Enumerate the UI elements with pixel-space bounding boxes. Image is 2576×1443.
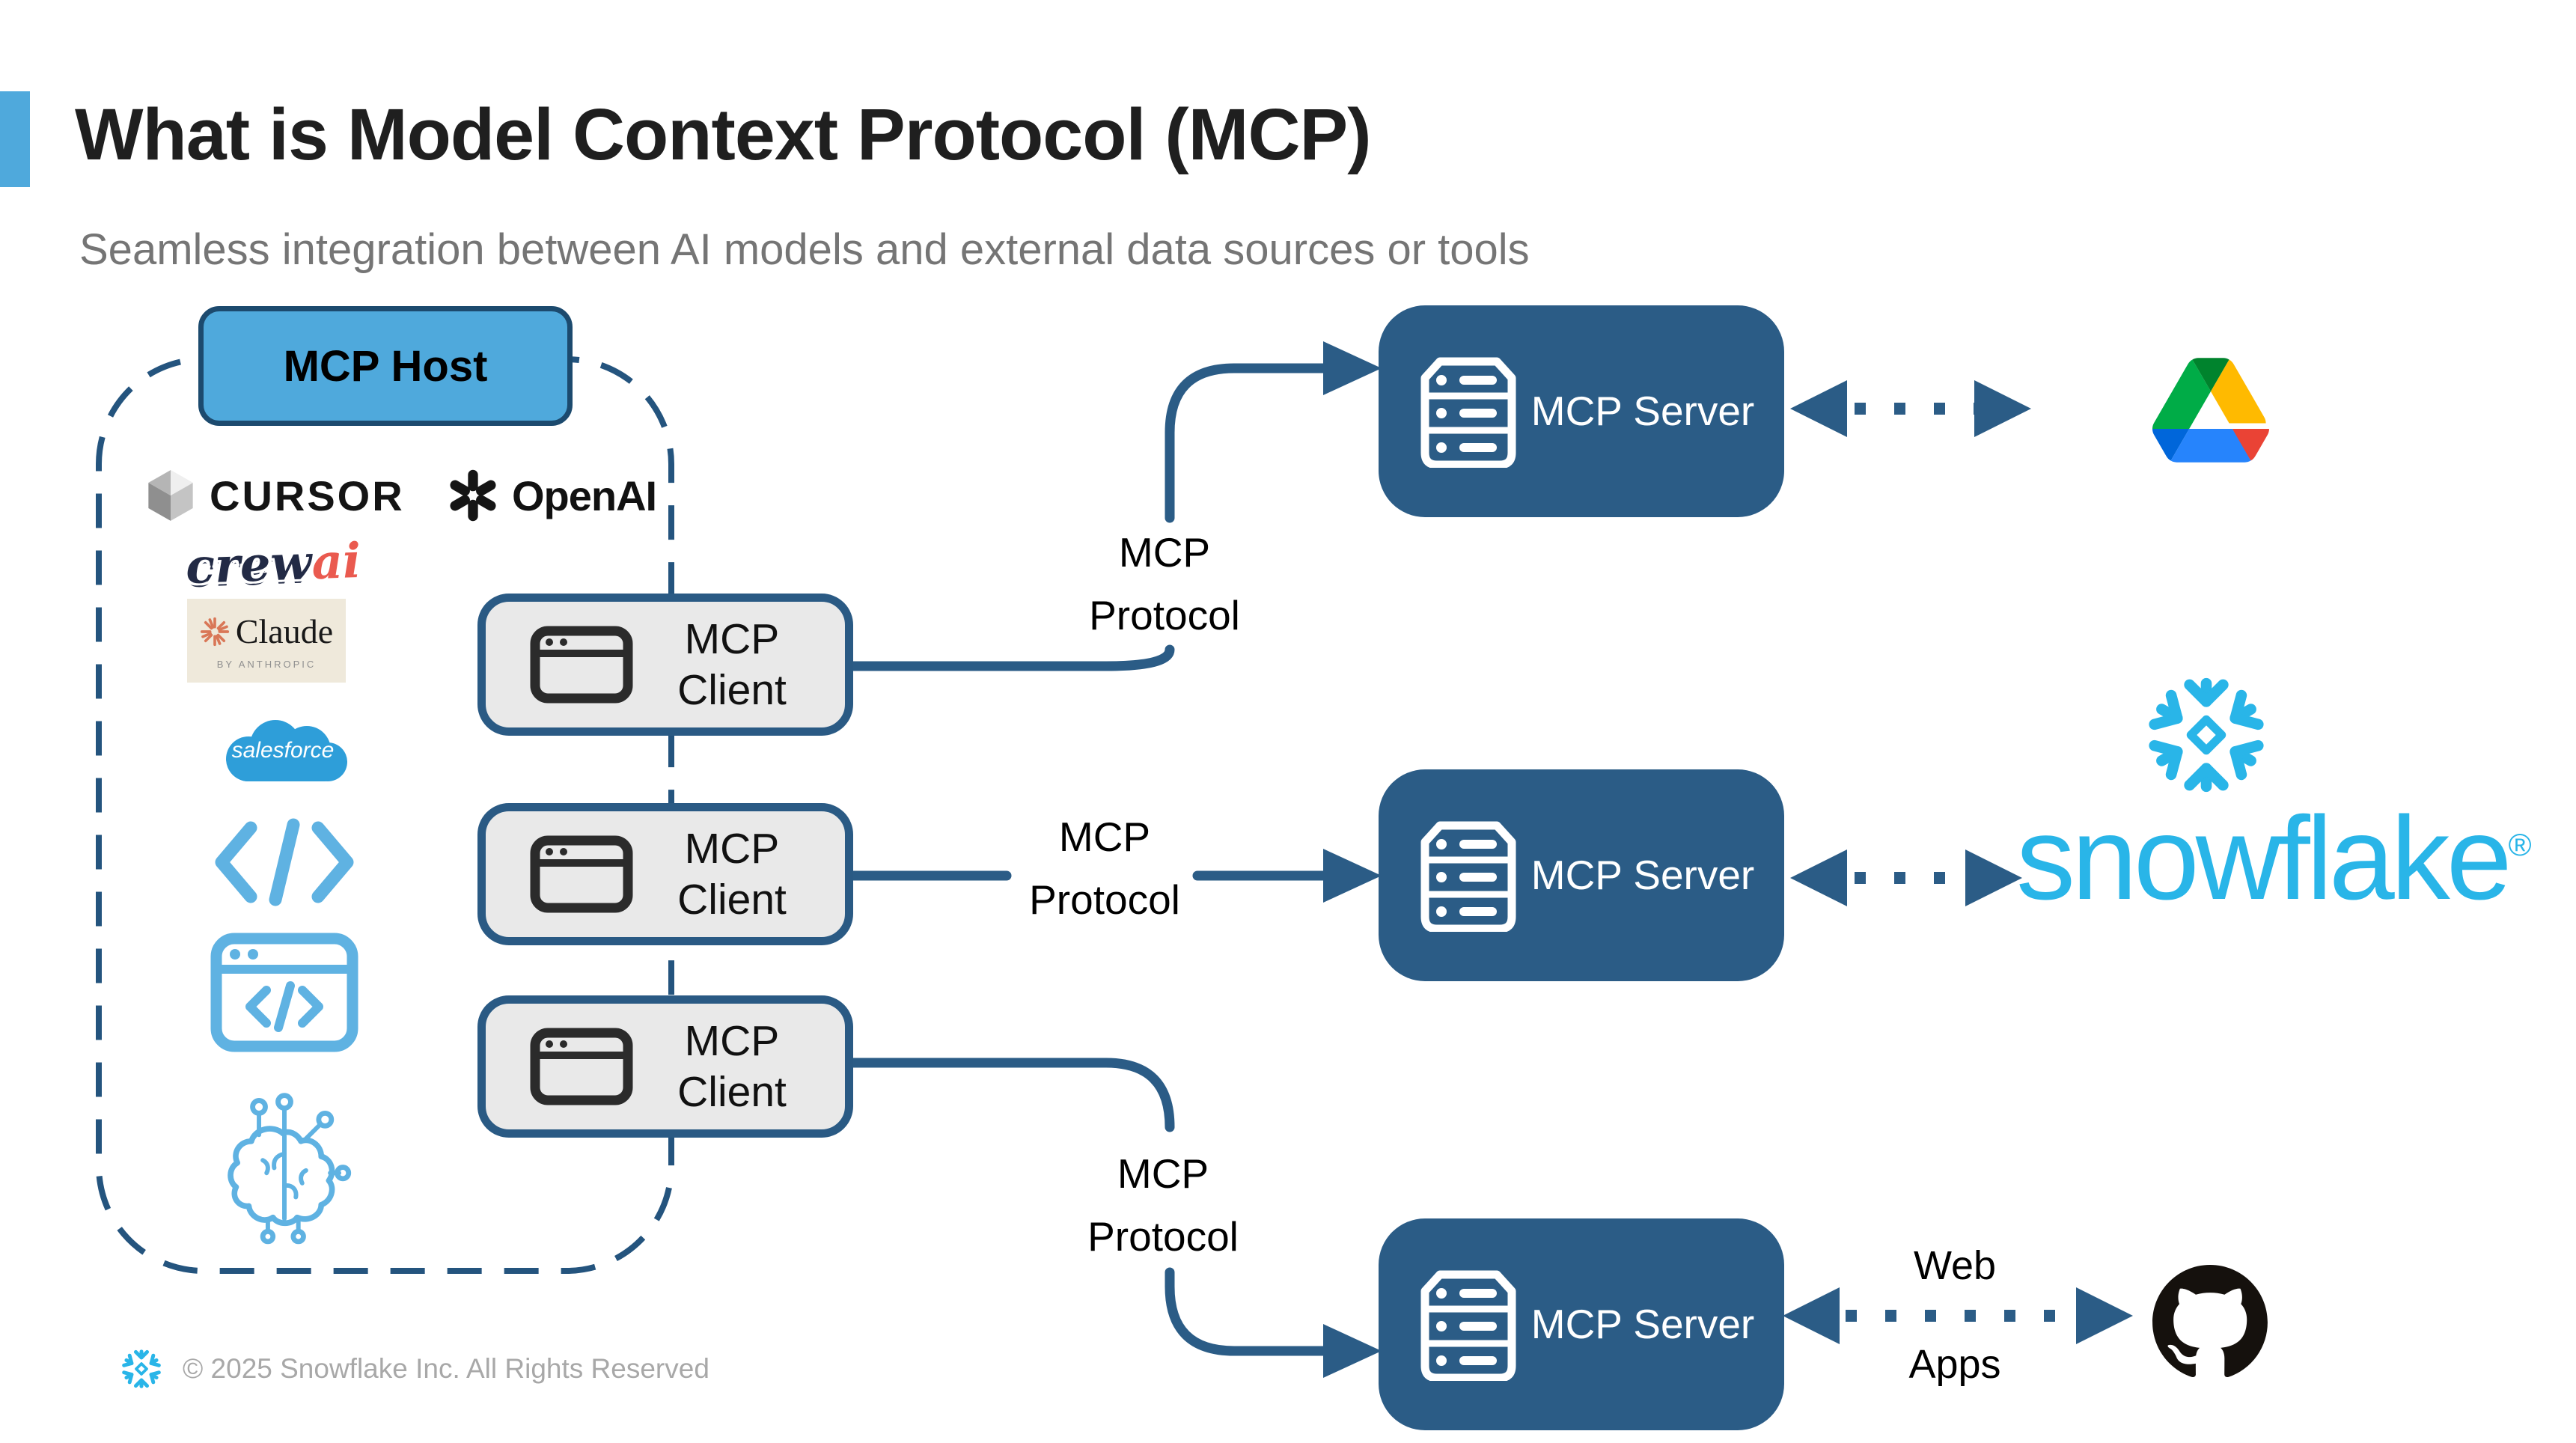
page-subtitle: Seamless integration between AI models a… (79, 225, 1530, 274)
brain-circuit-icon (217, 1081, 352, 1258)
cursor-cube-icon (148, 470, 193, 521)
copyright-text: © 2025 Snowflake Inc. All Rights Reserve… (183, 1353, 709, 1384)
footer: © 2025 Snowflake Inc. All Rights Reserve… (120, 1347, 709, 1391)
mcp-host-box: MCP Host (198, 306, 573, 426)
snowflake-footer-icon (122, 1349, 161, 1388)
google-drive-icon (2152, 358, 2269, 466)
mcp-protocol-label-3: MCP Protocol (1087, 1150, 1239, 1260)
server-rack-icon (1416, 820, 1521, 932)
cursor-wordmark: CURSOR (210, 472, 405, 519)
crewai-logo: crewai (185, 533, 362, 595)
arrowhead-server-1 (1323, 341, 1382, 395)
dotted-arrowhead-left-middle (1790, 849, 1847, 906)
snowflake-registered-mark: ® (2508, 827, 2532, 862)
web-apps-label-top: Web (1913, 1243, 1997, 1288)
server-rack-icon (1416, 356, 1521, 468)
openai-logo: OpenAI (445, 467, 657, 524)
snowflake-wordmark-text: snowflake (2016, 793, 2512, 924)
dotted-arrowhead-left-top (1790, 380, 1847, 437)
mcp-client-box-1: MCP Client (477, 594, 853, 736)
cursor-logo: CURSOR (147, 469, 405, 522)
mcp-client-box-2: MCP Client (477, 803, 853, 945)
claude-logo-card: Claude BY ANTHROPIC (187, 599, 346, 683)
github-icon (2152, 1265, 2268, 1381)
title-accent-bar (0, 91, 30, 187)
web-apps-label-bottom: Apps (1908, 1342, 2001, 1387)
snowflake-icon (2142, 671, 2271, 803)
dotted-arrowhead-right-middle (1965, 849, 2022, 906)
connector-1-lower (844, 644, 1175, 671)
claude-wordmark: Claude (235, 612, 334, 650)
dotted-arrowhead-right-top (1974, 380, 2031, 437)
salesforce-cloud-icon (226, 720, 347, 781)
connector-1-upper (1165, 363, 1331, 523)
mcp-host-label: MCP Host (283, 341, 488, 391)
mcp-client-label: MCP Client (677, 614, 787, 714)
mcp-server-box-3: MCP Server (1379, 1218, 1784, 1430)
browser-window-icon (529, 1027, 634, 1106)
page-title: What is Model Context Protocol (MCP) (75, 94, 1372, 175)
crewai-wordmark-crew: crew (184, 534, 313, 596)
claude-starburst-icon (200, 617, 229, 646)
browser-code-icon (210, 932, 359, 1057)
mcp-server-label: MCP Server (1530, 851, 1755, 898)
browser-window-icon (529, 625, 634, 704)
crewai-wordmark-ai: ai (311, 532, 362, 591)
openai-wordmark: OpenAI (512, 472, 657, 519)
snowflake-wordmark: snowflake® (2016, 799, 2532, 918)
arrowhead-server-3 (1323, 1324, 1382, 1378)
claude-by-anthropic-label: BY ANTHROPIC (216, 659, 317, 670)
mcp-server-box-1: MCP Server (1379, 305, 1784, 517)
salesforce-logo: salesforce (211, 716, 355, 792)
connector-3-lower (1165, 1267, 1331, 1356)
code-icon (210, 817, 359, 911)
mcp-client-label: MCP Client (677, 824, 787, 924)
server-rack-icon (1416, 1269, 1521, 1381)
connector-3-upper (844, 1058, 1175, 1132)
browser-window-icon (529, 835, 634, 914)
dotted-arrowhead-right-bottom (2076, 1287, 2133, 1344)
mcp-protocol-label-2: MCP Protocol (1029, 814, 1180, 923)
mcp-server-box-2: MCP Server (1379, 769, 1784, 981)
salesforce-wordmark: salesforce (231, 738, 335, 763)
arrowhead-server-2 (1323, 849, 1382, 903)
mcp-server-label: MCP Server (1530, 1300, 1755, 1347)
openai-icon (450, 469, 496, 522)
mcp-client-box-3: MCP Client (477, 995, 853, 1138)
mcp-server-label: MCP Server (1530, 387, 1755, 434)
mcp-client-label: MCP Client (677, 1016, 787, 1116)
dotted-arrowhead-left-bottom (1783, 1287, 1840, 1344)
mcp-protocol-label-1: MCP Protocol (1089, 529, 1240, 638)
